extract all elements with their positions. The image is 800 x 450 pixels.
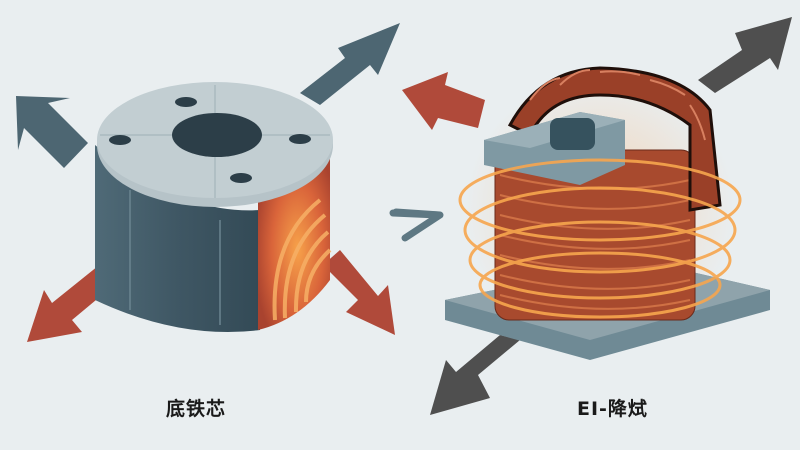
arrow-down-right-left-core	[323, 250, 395, 335]
chevron-right-icon	[389, 208, 444, 242]
ei-core-transformer	[445, 66, 770, 360]
arrow-up-left-right-core	[402, 72, 485, 130]
cylindrical-iron-core	[95, 82, 333, 332]
label-ei-core: EI-降烒	[577, 398, 648, 420]
arrow-up-right-right-core	[698, 17, 792, 93]
arrow-down-left-right-core	[430, 335, 520, 415]
label-bottom-core: 底铁芯	[166, 398, 227, 420]
arrow-up-left-left-core	[16, 96, 88, 168]
arrow-up-right-left-core	[300, 23, 400, 105]
